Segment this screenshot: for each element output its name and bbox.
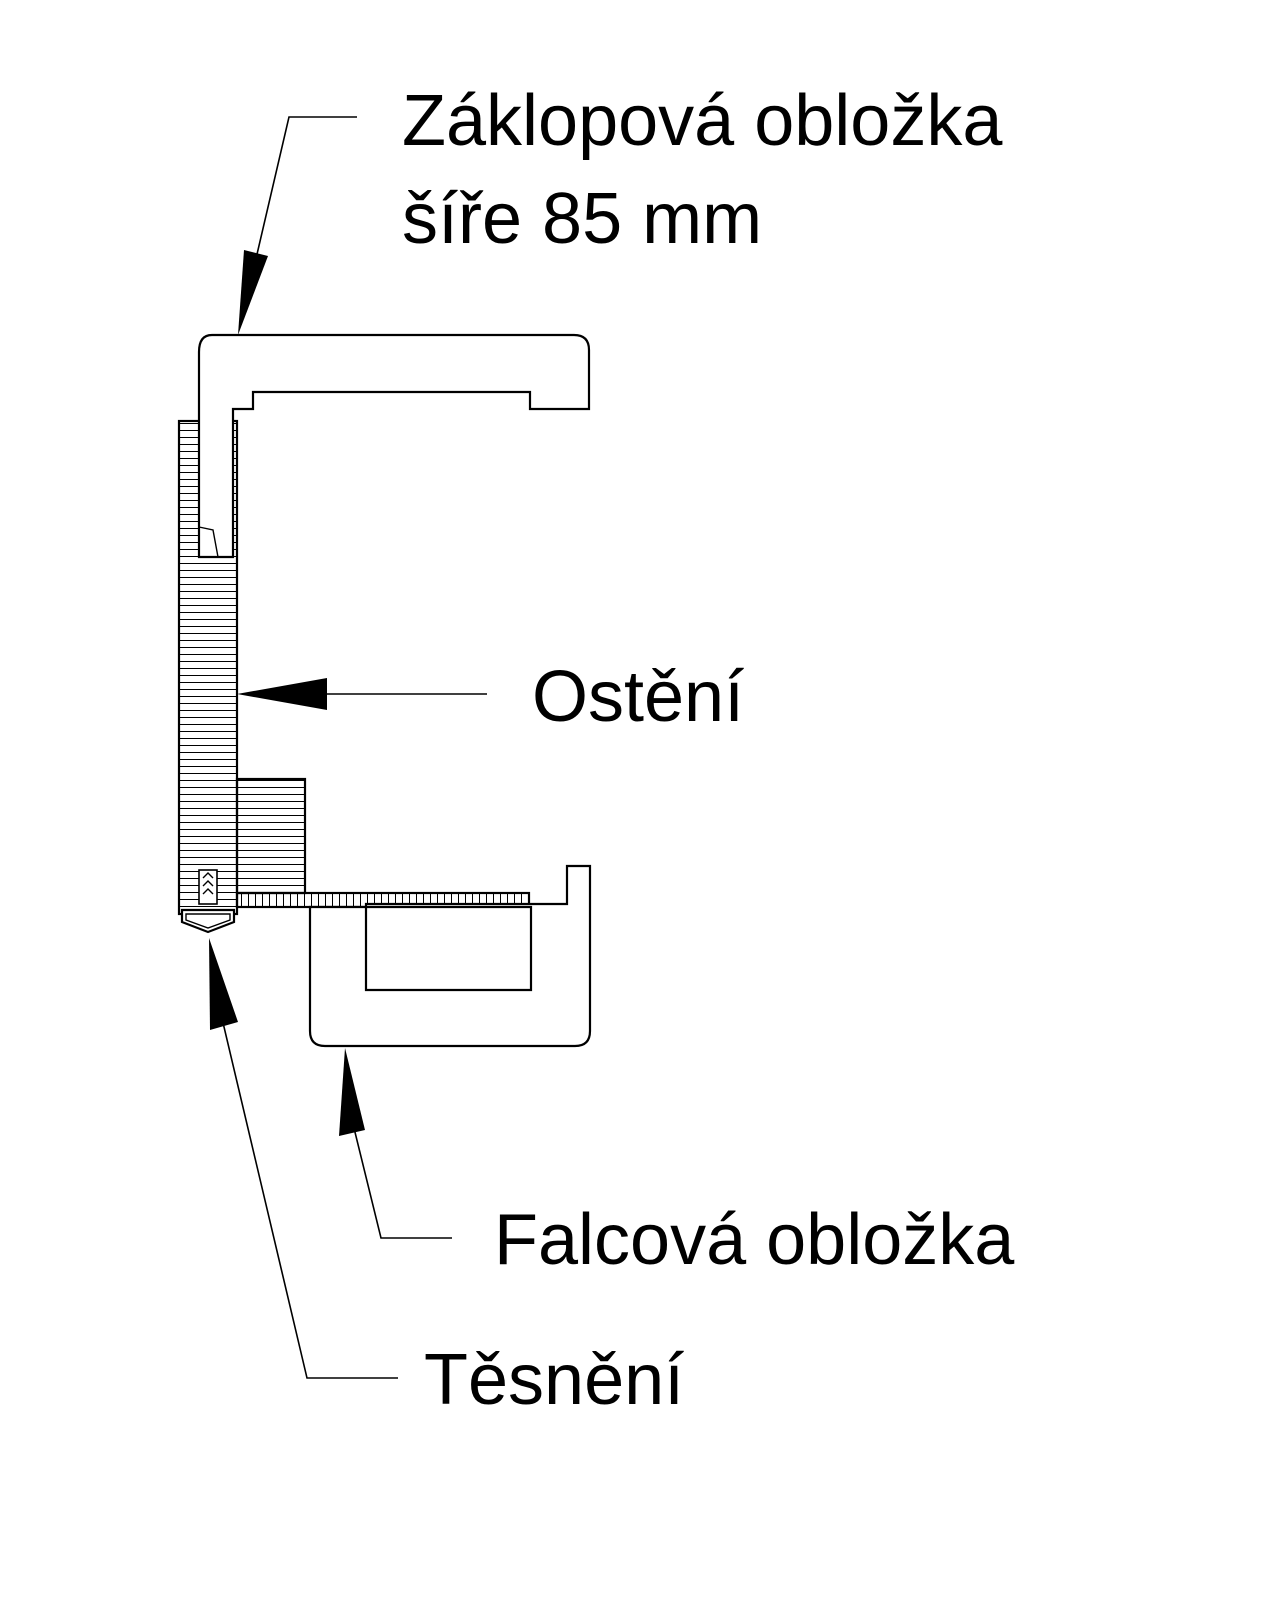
label-rebate-trim: Falcová obložka: [494, 1200, 1015, 1280]
label-cover-trim: Záklopová obložka: [402, 81, 1003, 161]
leader-seal: [209, 938, 398, 1379]
stop-block: [235, 777, 307, 895]
label-jamb: Ostění: [532, 657, 744, 737]
rebate-trim-profile: [308, 864, 592, 1048]
leader-jamb: [237, 678, 487, 710]
leader-rebate-trim: [339, 1048, 452, 1239]
label-seal: Těsnění: [424, 1340, 684, 1420]
label-cover-trim-width: šíře 85 mm: [402, 179, 762, 259]
cover-trim-profile: [197, 333, 591, 559]
seal: [180, 869, 236, 934]
leader-cover-trim: [238, 116, 357, 335]
